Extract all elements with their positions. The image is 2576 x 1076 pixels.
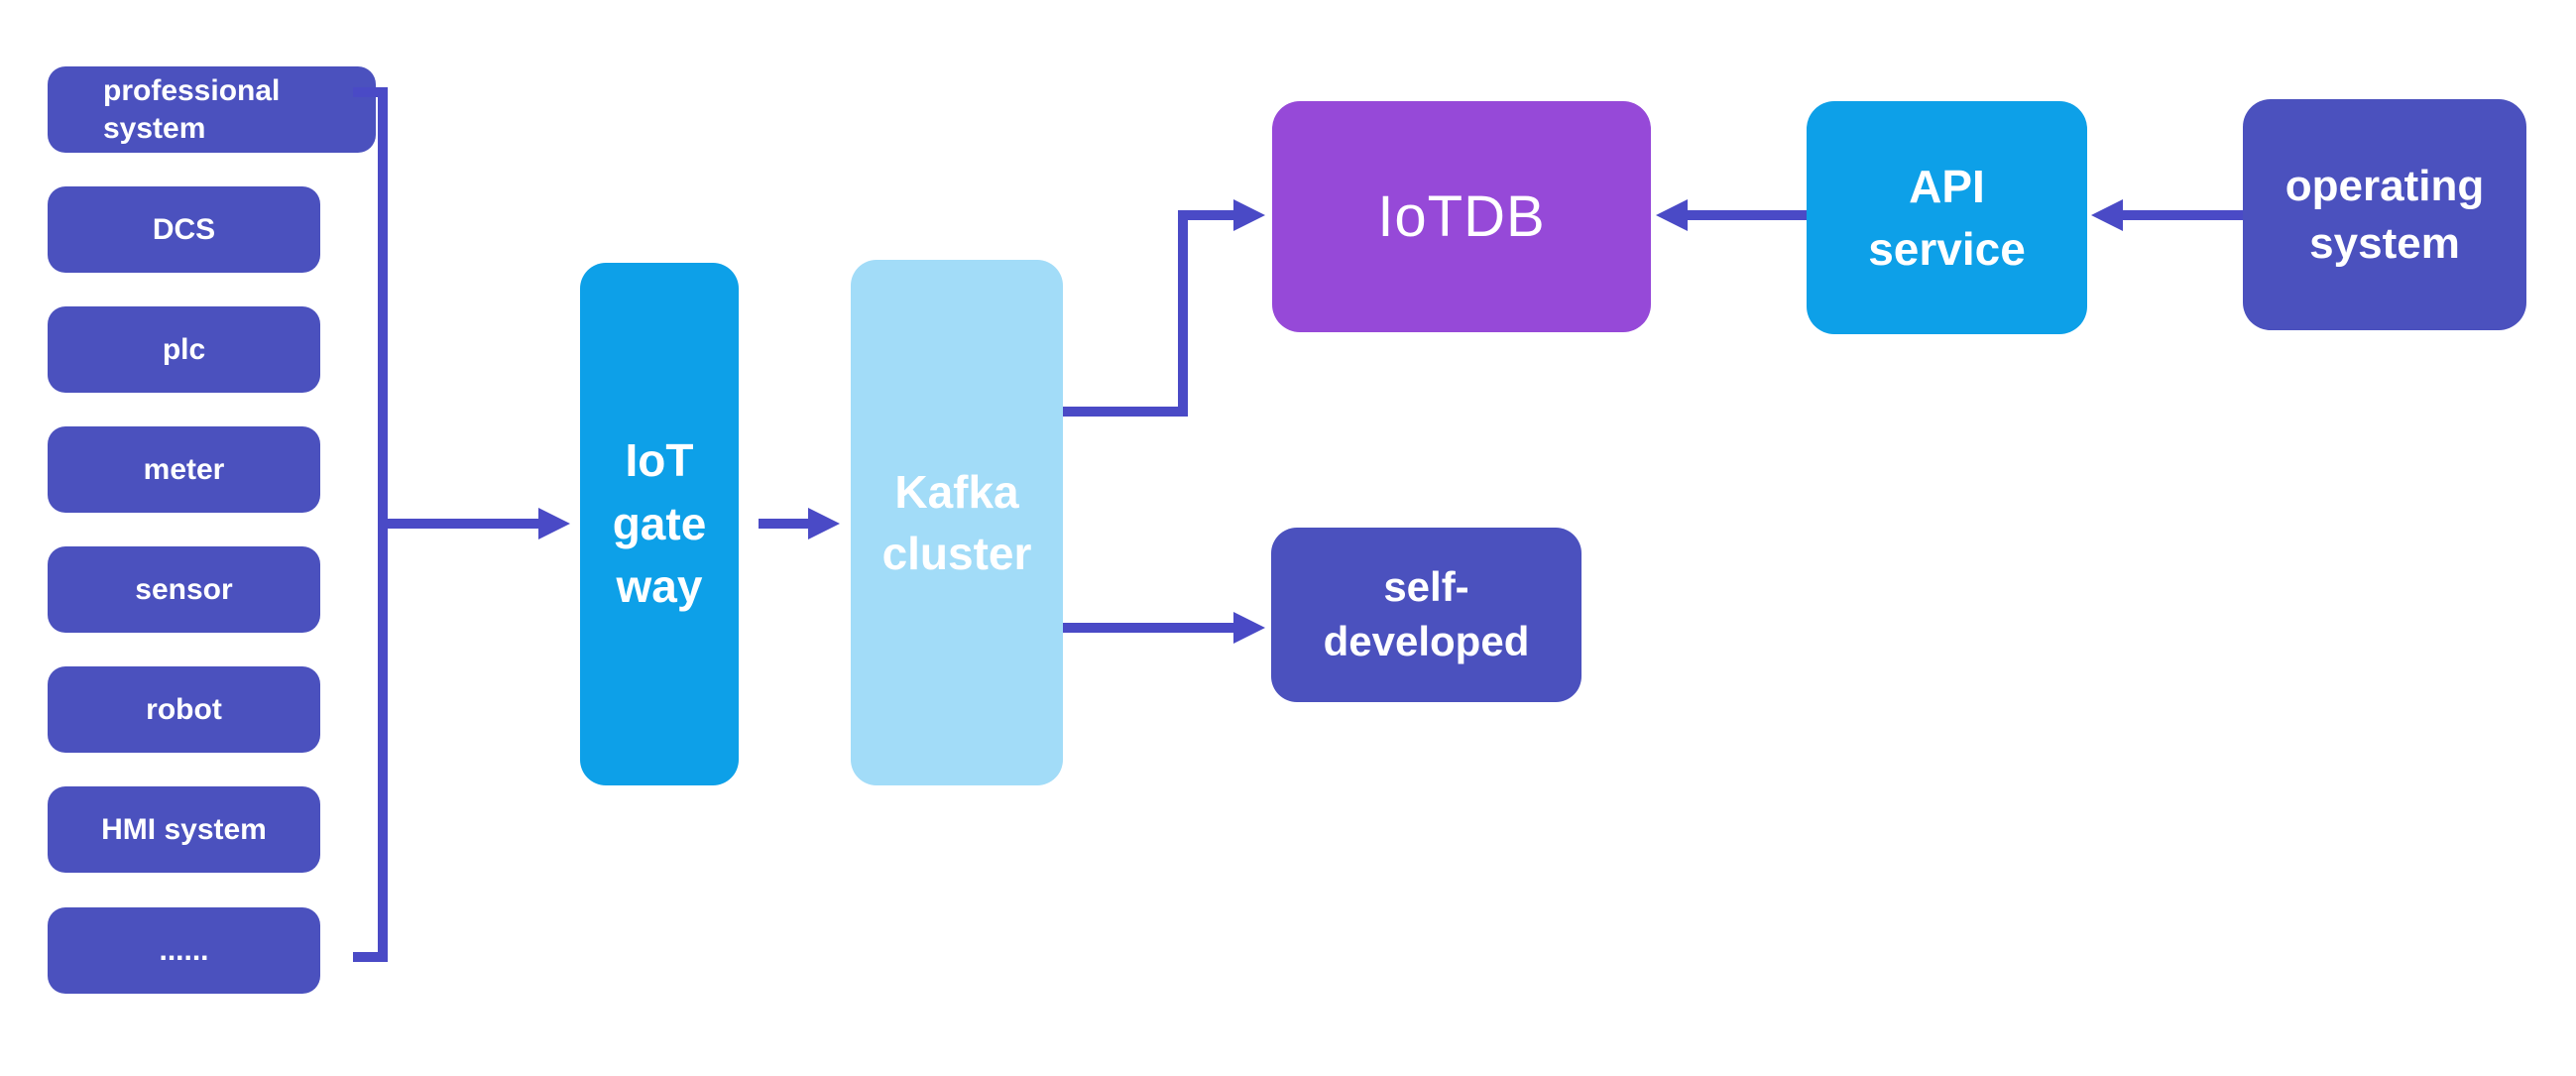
node-operating-system: operating system xyxy=(2243,99,2526,330)
arrow-os-to-api-arrowhead-icon xyxy=(2091,199,2123,231)
source-box-more: ...... xyxy=(48,907,320,994)
node-self-developed: self- developed xyxy=(1271,528,1581,702)
arrow-api-to-iotdb-arrowhead-icon xyxy=(1656,199,1688,231)
source-box-sensor: sensor xyxy=(48,546,320,633)
node-api-service: API service xyxy=(1807,101,2087,334)
arrow-gateway-to-kafka-line xyxy=(759,519,808,529)
bracket-top-line xyxy=(353,87,388,97)
arrow-kafka-to-iotdb-vertical xyxy=(1178,210,1188,417)
arrow-api-to-iotdb-line xyxy=(1688,210,1807,220)
bracket-bottom-line xyxy=(353,952,388,962)
arrow-kafka-to-selfdev-line xyxy=(1063,623,1233,633)
source-box-professional-system: professional system xyxy=(48,66,376,153)
arrow-gateway-to-kafka-arrowhead-icon xyxy=(808,508,840,539)
source-box-dcs: DCS xyxy=(48,186,320,273)
node-kafka-cluster: Kafka cluster xyxy=(851,260,1063,785)
source-box-plc: plc xyxy=(48,306,320,393)
arrow-kafka-to-iotdb-horizontal-lower xyxy=(1063,407,1188,417)
arrow-sources-to-gateway-line xyxy=(388,519,538,529)
arrow-kafka-to-iotdb-horizontal-upper xyxy=(1178,210,1233,220)
source-box-robot: robot xyxy=(48,666,320,753)
arrow-kafka-to-selfdev-arrowhead-icon xyxy=(1233,612,1265,644)
arrow-kafka-to-iotdb-arrowhead-icon xyxy=(1233,199,1265,231)
arrow-sources-to-gateway-arrowhead-icon xyxy=(538,508,570,539)
source-box-meter: meter xyxy=(48,426,320,513)
bracket-vertical-line xyxy=(378,87,388,962)
arrow-os-to-api-line xyxy=(2123,210,2243,220)
node-iotdb: IoTDB xyxy=(1272,101,1651,332)
node-iot-gateway: IoT gate way xyxy=(580,263,739,785)
source-box-hmi-system: HMI system xyxy=(48,786,320,873)
